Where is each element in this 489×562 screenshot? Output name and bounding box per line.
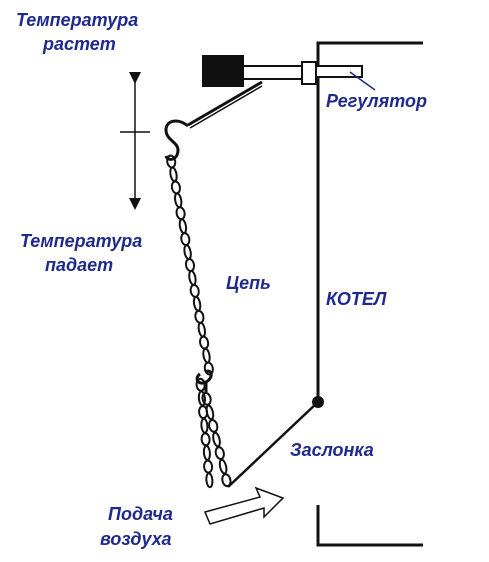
chain-link [184, 258, 196, 272]
chain-link [180, 232, 191, 247]
chain-link [197, 321, 207, 338]
chain-link [205, 472, 214, 489]
chain-link [202, 347, 211, 364]
chain-link [202, 444, 211, 461]
chain-hook-icon [164, 119, 213, 392]
damper [227, 396, 324, 488]
chain-link [188, 269, 197, 286]
chain-link [169, 166, 178, 183]
label-air-supply-1: Подача [108, 504, 173, 524]
up-down-arrow-icon [120, 72, 150, 210]
chain-link [218, 458, 228, 475]
chain-link [183, 244, 192, 261]
chain-link [194, 309, 205, 324]
label-temp-falls-2: падает [45, 255, 113, 275]
hollow-right-arrow-icon [203, 486, 285, 525]
chain-link [175, 206, 186, 221]
chain-link [170, 180, 181, 195]
chain-link [208, 418, 219, 433]
label-temp-rises-1: Температура [16, 10, 138, 30]
chain-link [199, 335, 210, 350]
chain-link [203, 459, 214, 474]
chain-link [192, 295, 202, 312]
boiler-wall [316, 41, 423, 547]
label-air-supply-2: воздуха [100, 529, 172, 549]
label-damper: Заслонка [290, 440, 374, 460]
chain-link [200, 417, 209, 434]
regulator-weight-icon [202, 55, 244, 87]
label-chain: Цепь [226, 273, 271, 293]
chain-link [198, 405, 209, 420]
chain-link [189, 283, 200, 298]
label-regulator: Регулятор [326, 91, 427, 111]
chain-link [212, 431, 221, 448]
chain-link [173, 192, 183, 209]
regulator-assembly [187, 55, 376, 129]
label-boiler: КОТЕЛ [326, 289, 387, 309]
label-temp-falls-1: Температура [20, 231, 142, 251]
chain [166, 154, 232, 489]
chain-link [214, 446, 225, 461]
chain-link [178, 218, 188, 235]
label-temp-rises-2: растет [42, 34, 116, 54]
chain-link [200, 432, 211, 447]
